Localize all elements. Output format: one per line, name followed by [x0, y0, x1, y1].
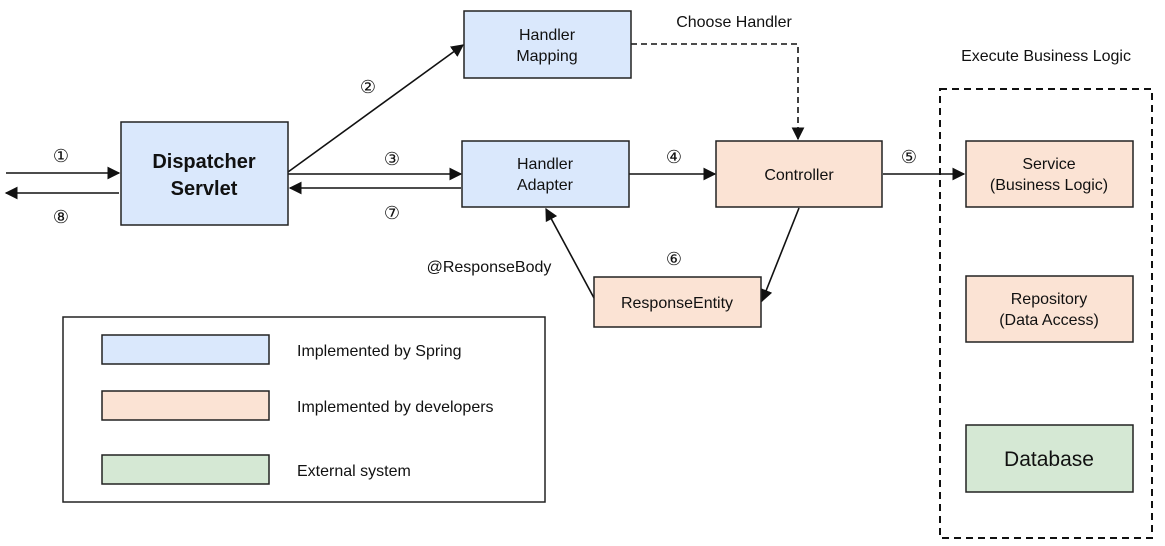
response-body-label: @ResponseBody: [427, 259, 552, 276]
controller-label: Controller: [764, 167, 834, 184]
arrow-response-entity-to-adapter: [545, 207, 595, 299]
step-1-label: ①: [53, 146, 69, 167]
step-7-label: ⑦: [384, 203, 400, 224]
step-2-label: ②: [360, 77, 376, 98]
service-line1: Service: [1022, 156, 1075, 173]
legend-swatch-external: [101, 454, 270, 485]
handler-mapping-line1: Handler: [519, 27, 576, 44]
service-node: Service (Business Logic): [965, 140, 1134, 208]
legend-swatch-developers: [101, 390, 270, 421]
step-5-label: ⑤: [901, 147, 917, 168]
handler-mapping-line2: Mapping: [516, 48, 577, 65]
legend-swatch-spring: [101, 334, 270, 365]
legend: Implemented by Spring Implemented by dev…: [62, 316, 546, 503]
arrow-controller-to-response-entity: [760, 207, 800, 303]
repository-node: Repository (Data Access): [965, 275, 1134, 343]
business-logic-container: [939, 88, 1153, 539]
handler-adapter-line1: Handler: [517, 156, 574, 173]
choose-handler-label: Choose Handler: [676, 14, 792, 31]
controller-node: Controller: [715, 140, 883, 208]
response-entity-label: ResponseEntity: [621, 295, 733, 312]
handler-adapter-node: Handler Adapter: [461, 140, 630, 208]
legend-label-external: External system: [297, 463, 411, 480]
service-line2: (Business Logic): [990, 177, 1108, 194]
legend-label-developers: Implemented by developers: [297, 399, 494, 416]
database-node: Database: [965, 424, 1134, 493]
legend-label-spring: Implemented by Spring: [297, 343, 462, 360]
dispatcher-servlet-line1: Dispatcher: [152, 151, 256, 173]
repository-line2: (Data Access): [999, 312, 1099, 329]
database-label: Database: [1004, 448, 1094, 471]
handler-adapter-line2: Adapter: [517, 177, 574, 194]
step-6-label: ⑥: [666, 249, 682, 270]
step-8-label: ⑧: [53, 207, 69, 228]
repository-line1: Repository: [1011, 291, 1087, 308]
arrow-choose-handler: [631, 43, 805, 141]
step-4-label: ④: [666, 147, 682, 168]
response-entity-node: ResponseEntity: [593, 276, 762, 328]
arrow-step-2: [287, 44, 465, 173]
dispatcher-servlet-node: Dispatcher Servlet: [120, 121, 289, 226]
step-3-label: ③: [384, 149, 400, 170]
handler-mapping-node: Handler Mapping: [463, 10, 632, 79]
dispatcher-servlet-line2: Servlet: [171, 178, 238, 200]
execute-business-logic-label: Execute Business Logic: [961, 48, 1131, 65]
